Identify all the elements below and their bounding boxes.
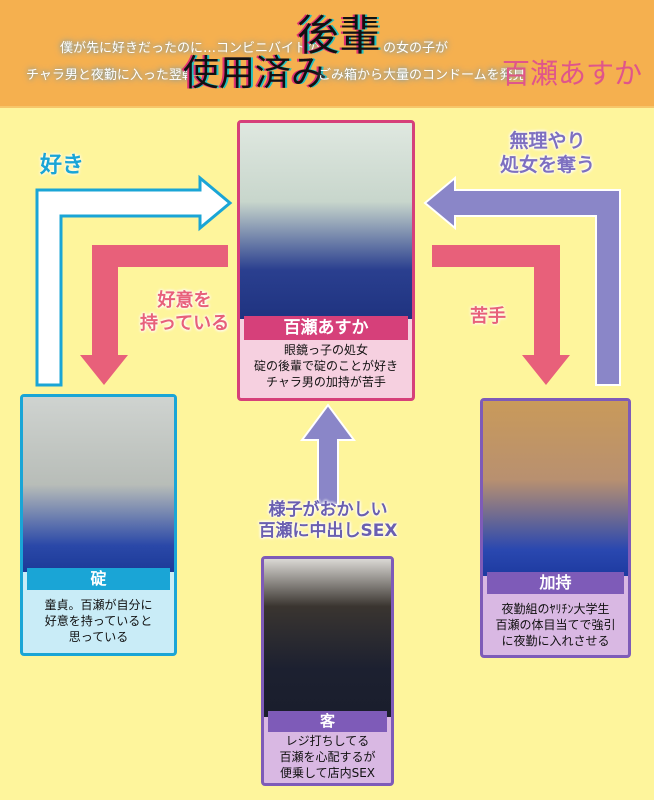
character-description: 夜勤組のﾔﾘﾁﾝ大学生 百瀬の体目当てで強引 に夜勤に入れさせる [483, 601, 628, 655]
desc-line: 思っている [68, 630, 129, 644]
character-description: 眼鏡っ子の処女 碇の後輩で碇のことが好き チャラ男の加持が苦手 [240, 342, 412, 398]
desc-line: 碇の後輩で碇のことが好き [253, 359, 398, 373]
label-line: 持っている [140, 312, 230, 334]
label-center-to-left: 好意を 持っている [140, 290, 229, 335]
character-name: 碇 [27, 568, 170, 590]
character-name: 客 [268, 711, 387, 732]
label-line: 様子がおかしい [268, 500, 388, 520]
desc-line: 眼鏡っ子の処女 [283, 343, 368, 357]
desc-line: 夜勤組のﾔﾘﾁﾝ大学生 [501, 602, 610, 616]
label-right-to-center: 無理やり 処女を奪う [500, 130, 595, 178]
title-line1-big: 後輩 [297, 11, 382, 60]
title-line2-big: 使用済み [183, 53, 328, 94]
label-line: 好意を [157, 290, 212, 311]
desc-line: 百瀬を心配するが [279, 750, 376, 764]
character-card-center: 百瀬あすか 眼鏡っ子の処女 碇の後輩で碇のことが好き チャラ男の加持が苦手 [237, 120, 415, 401]
arrow-bottom-to-center [300, 403, 356, 506]
character-photo [483, 401, 628, 576]
character-photo [240, 123, 412, 319]
title-line1-pre: 僕が先に好きだったのに…コンビニバイトの [60, 41, 321, 56]
character-photo [23, 397, 174, 572]
desc-line: レジ打ちしてる [285, 734, 370, 748]
label-left-to-center: 好き [40, 153, 85, 178]
character-card-bottom: 客 レジ打ちしてる 百瀬を心配するが 便乗して店内SEX [261, 556, 394, 786]
desc-line: に夜勤に入れさせる [501, 634, 610, 648]
character-description: 童貞。百瀬が自分に 好意を持っていると 思っている [23, 597, 174, 653]
arrow-right-to-center [423, 175, 621, 386]
desc-line: 百瀬の体目当てで強引 [495, 618, 616, 632]
label-bottom-to-center: 様子がおかしい 百瀬に中出しSEX [238, 500, 418, 543]
arrow-center-to-left [80, 245, 228, 385]
label-line: 処女を奪う [500, 153, 596, 176]
title-line2-post: ごみ箱から大量のコンドームを発見 [318, 68, 526, 83]
label-line: 無理やり [509, 130, 586, 152]
label-line: 百瀬に中出しSEX [258, 521, 398, 542]
character-card-right: 加持 夜勤組のﾔﾘﾁﾝ大学生 百瀬の体目当てで強引 に夜勤に入れさせる [480, 398, 631, 658]
desc-line: チャラ男の加持が苦手 [266, 375, 386, 389]
character-description: レジ打ちしてる 百瀬を心配するが 便乗して店内SEX [264, 733, 391, 783]
character-name: 百瀬あすか [244, 316, 408, 340]
actress-name: 百瀬あすか [502, 57, 643, 90]
title-line2-pre: チャラ男と夜勤に入った翌朝、 [26, 68, 208, 83]
label-center-to-right: 苦手 [470, 306, 506, 327]
desc-line: 便乗して店内SEX [279, 766, 376, 780]
character-card-left: 碇 童貞。百瀬が自分に 好意を持っていると 思っている [20, 394, 177, 656]
character-photo [264, 559, 391, 717]
title-banner: 僕が先に好きだったのに…コンビニバイトの 後輩 の女の子が チャラ男と夜勤に入っ… [0, 0, 654, 108]
arrow-center-to-right [432, 245, 570, 385]
title-line1-post: の女の子が [383, 41, 449, 56]
character-name: 加持 [487, 572, 624, 594]
desc-line: 好意を持っていると [44, 614, 153, 628]
desc-line: 童貞。百瀬が自分に [44, 598, 153, 612]
arrow-left-to-center [35, 174, 233, 387]
